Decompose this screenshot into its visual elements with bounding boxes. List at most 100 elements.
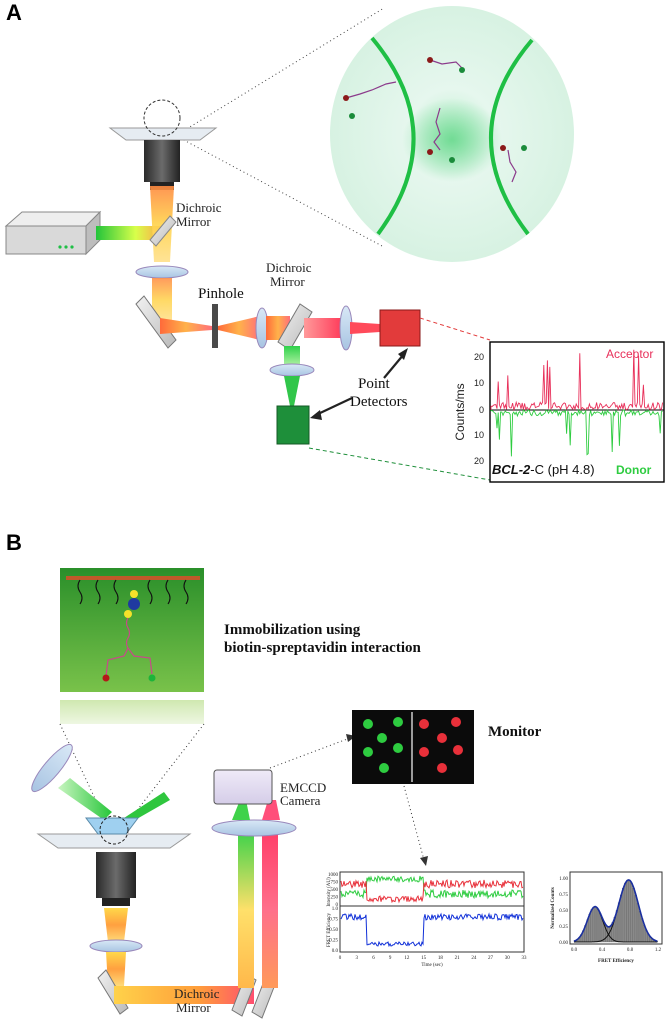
- histogram-bar: [626, 880, 629, 943]
- beam-green-up: [238, 832, 254, 988]
- trace-ylabel: Counts/ms: [453, 383, 467, 440]
- lens-a1: [135, 265, 189, 279]
- time-xtick: 3: [355, 956, 358, 961]
- fret-ytick: 0.0: [332, 949, 339, 954]
- lens-a4: [269, 363, 315, 377]
- beam-red-focus-b: [262, 800, 280, 820]
- immobilization-inset: [60, 568, 204, 724]
- lens-b1: [89, 939, 143, 953]
- donor-channel-spots: [363, 717, 403, 773]
- histogram-bar: [634, 894, 637, 943]
- peg-chains: [77, 579, 189, 605]
- quartz-surface: [66, 576, 200, 580]
- beam-green-focus-b: [232, 800, 250, 820]
- acceptor-detector: [379, 309, 421, 347]
- sample-label: BCL-2-C (pH 4.8): [492, 462, 595, 477]
- histogram-bar: [620, 894, 623, 943]
- time-xtick: 27: [488, 956, 494, 961]
- dna-linker: [125, 617, 131, 649]
- histogram-bar: [594, 906, 597, 943]
- prism-b: [85, 817, 139, 835]
- fret-ytick: 0.50: [329, 928, 338, 933]
- fret-ytick: 0.75: [329, 918, 338, 923]
- molecule-1: [427, 57, 465, 73]
- histogram-bar: [622, 888, 625, 943]
- dichroic-mirror-a1-label-1: Dichroic: [176, 200, 222, 215]
- time-xtick: 18: [438, 956, 444, 961]
- histogram-bar: [596, 908, 600, 943]
- intensity-ylabel: Intensity (AU): [327, 877, 332, 907]
- sample-label-italic: BCL-2: [492, 462, 531, 477]
- time-xtick: 12: [404, 956, 410, 961]
- sample-label-rest: -C (pH 4.8): [530, 462, 594, 477]
- time-xtick: 9: [389, 956, 392, 961]
- slide-a: [108, 127, 218, 141]
- dichroic-mirror-b-label-2: Mirror: [176, 1000, 211, 1015]
- pinhole-label: Pinhole: [198, 286, 244, 302]
- monitor-label: Monitor: [488, 724, 542, 740]
- histogram-ytick: 0.75: [559, 893, 568, 898]
- time-xtick: 33: [522, 956, 528, 961]
- emccd-camera: [213, 769, 273, 805]
- biotin-bottom: [124, 610, 132, 618]
- histogram-xtick: 1.2: [655, 948, 662, 953]
- beam-after-pinhole: [218, 316, 260, 340]
- histogram-xtick: 0.8: [627, 948, 634, 953]
- histogram-bar: [599, 913, 602, 943]
- zoom-line-b-right: [127, 723, 205, 823]
- histogram-ytick: 1.00: [559, 877, 568, 882]
- monitor-display: [352, 710, 474, 784]
- intensity-ytick: 0: [336, 903, 339, 908]
- acceptor-intensity: [340, 878, 524, 904]
- laser-source-a: [4, 210, 102, 256]
- beam-to-pinhole: [160, 318, 212, 334]
- acceptor-trace: [490, 349, 664, 412]
- donor-detector: [276, 405, 310, 445]
- time-xtick: 24: [471, 956, 477, 961]
- dichroic-mirror-a1-label-2: Mirror: [176, 214, 211, 229]
- beam-vertical-b2: [106, 952, 126, 986]
- dichroic-mirror-a2-label-2: Mirror: [270, 274, 305, 289]
- confocal-volume-inset: [330, 6, 574, 262]
- histogram-bar: [636, 902, 639, 943]
- emccd-label-2: Camera: [280, 793, 321, 808]
- point-detectors-label-1: Point: [358, 376, 391, 392]
- histogram-xlabel: FRET Efficiency: [598, 959, 634, 964]
- time-xtick: 0: [339, 956, 342, 961]
- histogram-bar: [632, 888, 635, 943]
- trace-ytick-1: 20: [474, 352, 484, 362]
- beam-horizontal-b: [114, 986, 254, 1004]
- molecule-2: [343, 81, 397, 119]
- histogram-ytick: 0.00: [559, 941, 568, 946]
- beam-green-branch: [284, 346, 300, 364]
- histogram-bar: [630, 882, 633, 943]
- time-xlabel: Time (sec): [421, 963, 443, 968]
- connector-donor: [308, 447, 491, 481]
- monitor-to-trace: [403, 785, 425, 861]
- biotin-top: [130, 590, 138, 598]
- histogram-xtick: 0.0: [571, 948, 578, 953]
- molecule-4: [500, 145, 527, 183]
- dichroic-mirror-b-label-1: Dichroic: [174, 986, 220, 1001]
- dichroic-mirror-a2-label-1: Dichroic: [266, 260, 312, 275]
- mirror-a1: [135, 295, 177, 349]
- point-detectors-label-2: Detectors: [350, 394, 408, 410]
- beam-red-branch: [304, 318, 342, 338]
- time-xtick: 6: [372, 956, 375, 961]
- arrow-to-acceptor: [383, 353, 405, 379]
- gaussian-fit-sum: [573, 879, 658, 942]
- acceptor-channel-spots: [419, 717, 463, 773]
- pinhole: [212, 304, 218, 348]
- histogram-ytick: 0.25: [559, 925, 568, 930]
- donor-trace: [490, 408, 663, 457]
- focus-circle-b: [99, 815, 129, 845]
- streptavidin: [128, 598, 140, 610]
- intensity-ytick: 750: [331, 881, 339, 886]
- camera-to-monitor: [269, 737, 351, 769]
- tirf-beam-out: [124, 792, 170, 824]
- dichroic-mirror-a1: [149, 215, 177, 247]
- trace-ytick-5: 20: [474, 456, 484, 466]
